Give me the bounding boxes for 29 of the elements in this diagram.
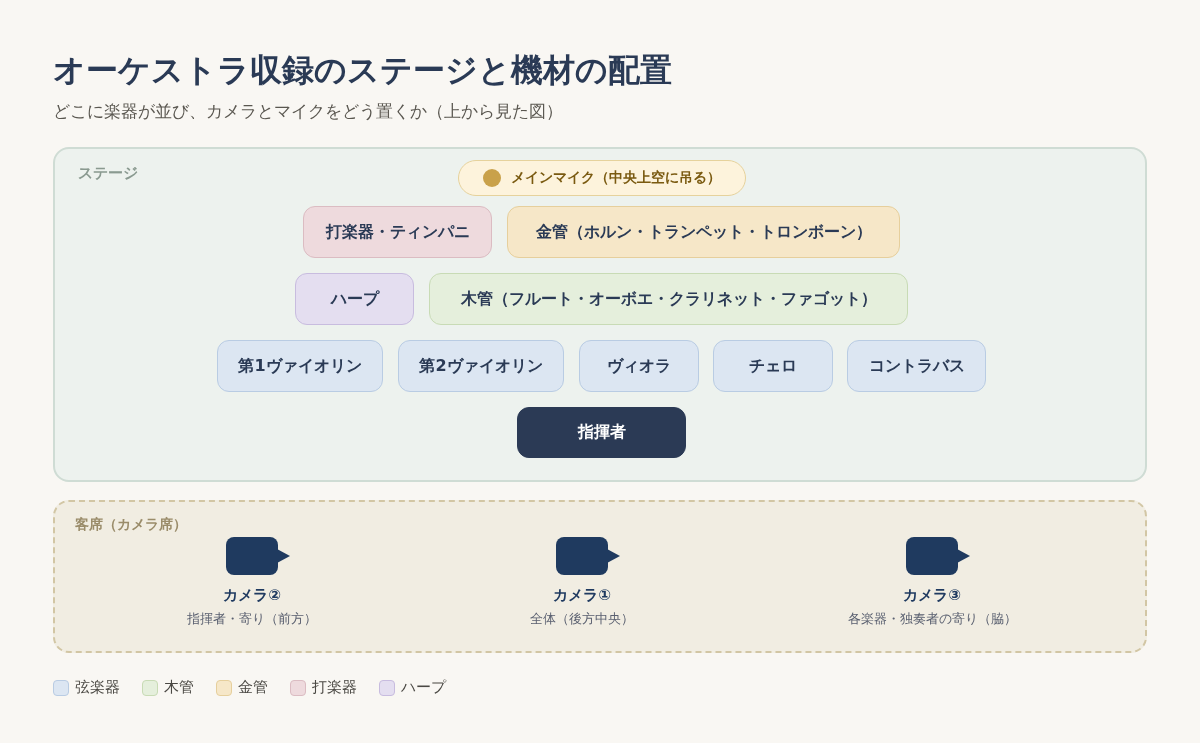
area-heading: ステージ (78, 163, 138, 183)
instrument-section-box: 木管（フルート・オーボエ・クラリネット・ファゴット） (429, 273, 908, 325)
diagram-title: オーケストラ収録のステージと機材の配置 (53, 50, 672, 91)
legend-label: 打楽器 (312, 678, 357, 697)
instrument-section-box: ハープ (295, 273, 414, 325)
camera-title: カメラ① (553, 585, 611, 605)
diagram-subtitle: どこに楽器が並び、カメラとマイクをどう置くか（上から見た図） (53, 100, 563, 123)
instrument-section-box: 打楽器・ティンパニ (303, 206, 492, 258)
camera-description: 各楽器・独奏者の寄り（脇） (847, 610, 1017, 628)
camera-title: カメラ③ (903, 585, 961, 605)
camera-description: 全体（後方中央） (530, 610, 634, 628)
conductor-box: 指揮者 (517, 407, 686, 458)
instrument-section-box: チェロ (713, 340, 833, 392)
instrument-section-box: ヴィオラ (579, 340, 699, 392)
legend-label: ハープ (401, 678, 446, 697)
legend-label: 弦楽器 (75, 678, 120, 697)
camera-description: 指揮者・寄り（前方） (187, 610, 317, 628)
instrument-section-box: 第2ヴァイオリン (398, 340, 564, 392)
legend-label: 木管 (164, 678, 194, 697)
stage-area (53, 147, 1147, 482)
legend-label: 金管 (238, 678, 268, 697)
instrument-section-box: コントラバス (847, 340, 986, 392)
audience-area (53, 500, 1147, 653)
instrument-section-box: 第1ヴァイオリン (217, 340, 383, 392)
microphone-label: メインマイク（中央上空に吊る） (511, 169, 721, 187)
instrument-section-box: 金管（ホルン・トランペット・トロンボーン） (507, 206, 900, 258)
area-heading: 客席（カメラ席） (75, 515, 187, 534)
microphone-pill (458, 160, 746, 196)
camera-title: カメラ② (223, 585, 281, 605)
